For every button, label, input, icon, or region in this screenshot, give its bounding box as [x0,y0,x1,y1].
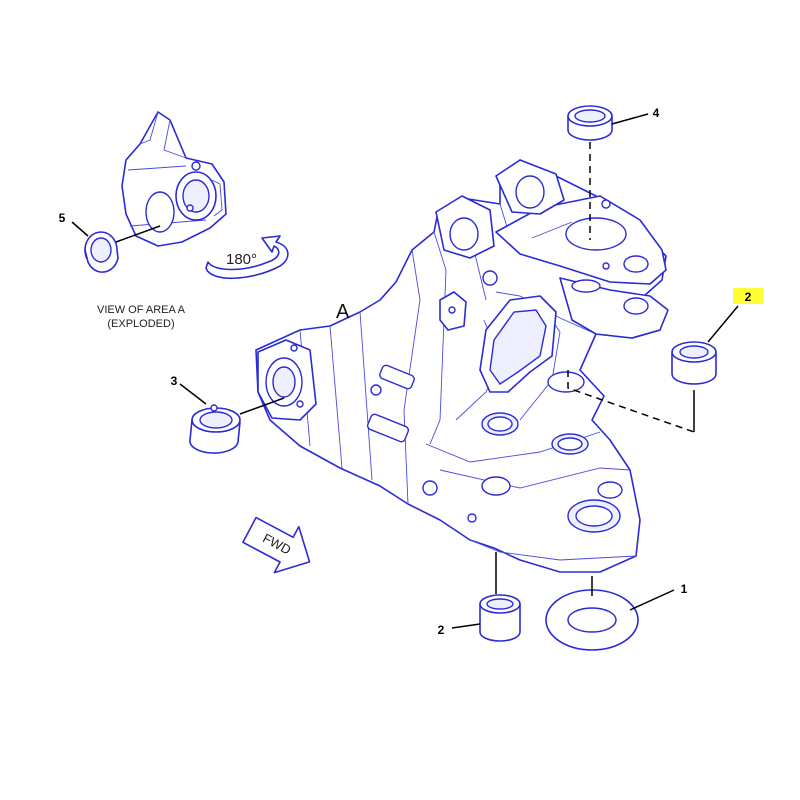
view-caption-line2: (EXPLODED) [107,318,174,330]
leader-1 [629,589,675,611]
part-4-bushing [567,105,613,141]
leader-4 [611,113,649,125]
area-label: A [336,301,350,323]
inset-view-area-a [71,111,289,280]
part-1-washer [545,589,639,651]
callout-5[interactable]: 5 [59,211,66,225]
main-frame-assembly [255,159,669,573]
fwd-arrow-icon [242,516,311,574]
leader-3 [179,383,207,405]
callout-highlight [733,288,763,304]
callout-4[interactable]: 4 [653,106,660,120]
callout-2-right[interactable]: 2 [745,290,752,304]
callout-2-bottom[interactable]: 2 [438,623,445,637]
dash-2-right [567,370,695,433]
callout-1[interactable]: 1 [681,582,688,596]
view-caption-line1: VIEW OF AREA A [97,304,186,316]
leader-3b [239,397,285,415]
callout-3[interactable]: 3 [171,374,178,388]
leader-5b [115,225,161,243]
part-2-bushing-right [671,341,717,385]
leader-2-bottom [451,623,481,629]
rotation-label: 180° [226,251,257,268]
part-5-ring [84,231,119,273]
part-3-bushing [189,404,241,454]
leader-2-right [707,305,739,343]
rotation-arrow-icon [205,235,289,280]
part-2-bushing-bottom [479,594,521,642]
leader-5 [71,221,89,237]
